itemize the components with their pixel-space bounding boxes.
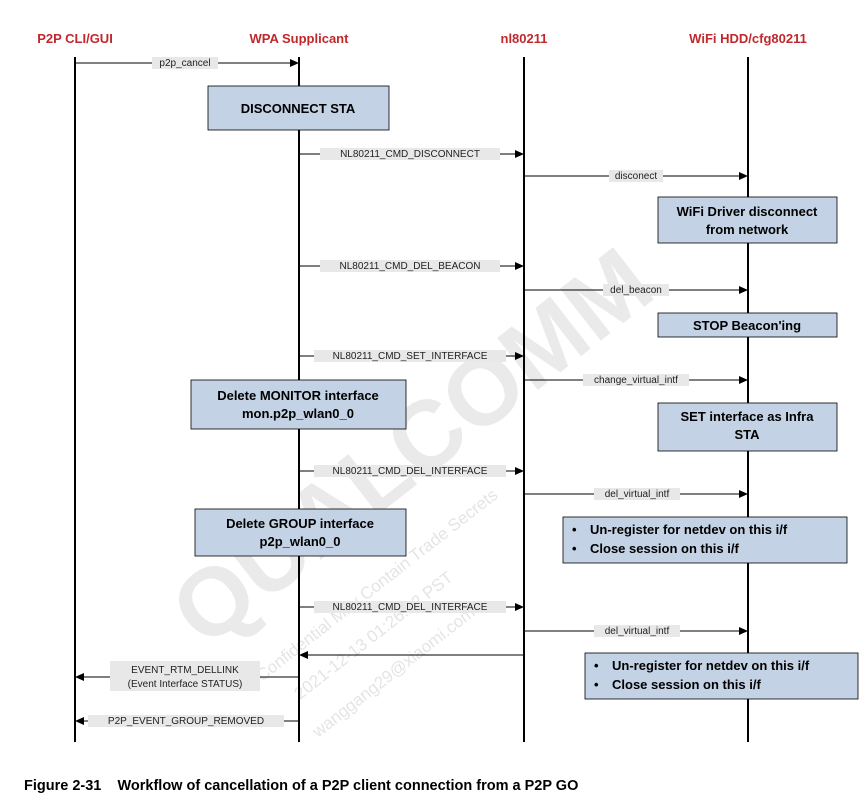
- box-delete-group-interface: Delete GROUP interface p2p_wlan0_0: [194, 508, 407, 557]
- bullet: •: [572, 541, 577, 556]
- box-text: Un-register for netdev on this i/f: [612, 658, 810, 673]
- box-text: Delete GROUP interface: [226, 516, 374, 531]
- message-cmd-del-interface-2: NL80211_CMD_DEL_INTERFACE: [299, 601, 524, 613]
- message-label: del_virtual_intf: [605, 626, 670, 637]
- box-disconnect-sta: DISCONNECT STA: [207, 85, 390, 131]
- message-disconnect: disconect: [524, 170, 748, 182]
- box-text: SET interface as Infra: [681, 409, 815, 424]
- message-event-rtm-dellink: EVENT_RTM_DELLINK (Event Interface STATU…: [75, 661, 299, 691]
- box-text: mon.p2p_wlan0_0: [242, 406, 354, 421]
- message-label: NL80211_CMD_DISCONNECT: [340, 149, 480, 160]
- box-text: Close session on this i/f: [590, 541, 739, 556]
- message-label: P2P_EVENT_GROUP_REMOVED: [108, 716, 264, 727]
- message-del-beacon: del_beacon: [524, 284, 748, 296]
- message-cmd-disconnect: NL80211_CMD_DISCONNECT: [299, 148, 524, 160]
- message-label: change_virtual_intf: [594, 375, 678, 386]
- message-p2p-cancel: p2p_cancel: [75, 57, 299, 69]
- participant-wpa-supplicant: WPA Supplicant: [250, 31, 350, 46]
- participant-nl80211: nl80211: [501, 31, 548, 46]
- box-text: Un-register for netdev on this i/f: [590, 522, 788, 537]
- bullet: •: [594, 677, 599, 692]
- box-text: STA: [734, 427, 760, 442]
- box-unregister-netdev-2: • Un-register for netdev on this i/f • C…: [584, 652, 859, 700]
- participant-wifi-hdd: WiFi HDD/cfg80211: [689, 31, 807, 46]
- message-cmd-set-interface: NL80211_CMD_SET_INTERFACE: [299, 350, 524, 362]
- box-unregister-netdev-1: • Un-register for netdev on this i/f • C…: [562, 516, 848, 564]
- box-text: Delete MONITOR interface: [217, 388, 379, 403]
- message-del-virtual-intf-1: del_virtual_intf: [524, 488, 748, 500]
- message-label: EVENT_RTM_DELLINK: [131, 665, 239, 676]
- message-label: NL80211_CMD_DEL_BEACON: [340, 261, 481, 272]
- message-label: NL80211_CMD_SET_INTERFACE: [333, 351, 488, 362]
- box-stop-beaconing: STOP Beacon'ing: [657, 312, 838, 338]
- box-delete-monitor-interface: Delete MONITOR interface mon.p2p_wlan0_0: [190, 379, 407, 430]
- box-driver-disconnect: WiFi Driver disconnect from network: [657, 196, 838, 244]
- participant-p2p-cli: P2P CLI/GUI: [37, 31, 113, 46]
- box-text: STOP Beacon'ing: [693, 318, 801, 333]
- message-del-virtual-intf-2: del_virtual_intf: [524, 625, 748, 637]
- message-label: del_virtual_intf: [605, 489, 670, 500]
- box-set-infra-sta: SET interface as Infra STA: [657, 402, 838, 452]
- box-text: WiFi Driver disconnect: [677, 204, 818, 219]
- message-cmd-del-beacon: NL80211_CMD_DEL_BEACON: [299, 260, 524, 272]
- message-label: p2p_cancel: [159, 58, 210, 69]
- message-label: disconect: [615, 171, 657, 182]
- message-label: (Event Interface STATUS): [128, 679, 243, 690]
- message-change-virtual-intf: change_virtual_intf: [524, 374, 748, 386]
- figure-caption: Figure 2-31 Workflow of cancellation of …: [24, 778, 578, 794]
- message-label: del_beacon: [610, 285, 662, 296]
- box-text: from network: [706, 222, 789, 237]
- message-cmd-del-interface-1: NL80211_CMD_DEL_INTERFACE: [299, 465, 524, 477]
- message-group-removed: P2P_EVENT_GROUP_REMOVED: [75, 715, 299, 727]
- box-text: p2p_wlan0_0: [260, 534, 341, 549]
- bullet: •: [572, 522, 577, 537]
- message-label: NL80211_CMD_DEL_INTERFACE: [333, 602, 488, 613]
- bullet: •: [594, 658, 599, 673]
- box-text: Close session on this i/f: [612, 677, 761, 692]
- box-text: DISCONNECT STA: [241, 101, 356, 116]
- message-label: NL80211_CMD_DEL_INTERFACE: [333, 466, 488, 477]
